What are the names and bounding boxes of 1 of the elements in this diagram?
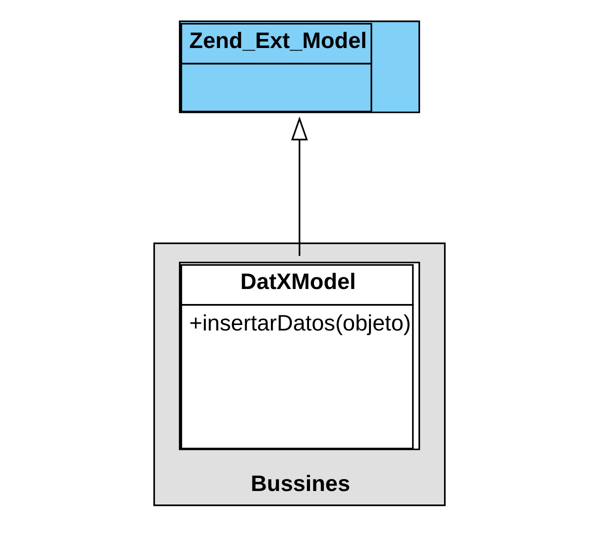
arrow [290, 116, 308, 256]
